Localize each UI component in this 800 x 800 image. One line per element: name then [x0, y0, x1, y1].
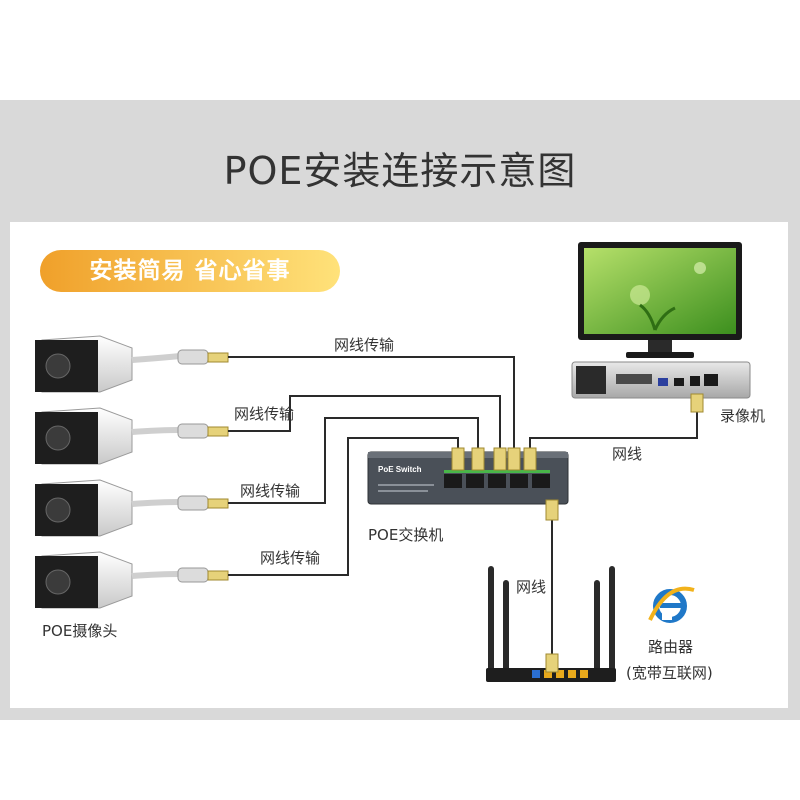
switch-face-label: PoE Switch	[378, 465, 422, 474]
cable-nvr	[529, 404, 698, 455]
cable-label-2: 网线传输	[234, 405, 295, 423]
cable-label-1: 网线传输	[334, 336, 395, 354]
router-link-label: 网线	[516, 578, 547, 596]
switch-label: POE交换机	[368, 526, 444, 544]
page-title: POE安装连接示意图	[223, 149, 577, 193]
feature-badge: 安装简易 省心省事	[40, 250, 340, 292]
monitor	[578, 242, 742, 358]
cameras-label: POE摄像头	[42, 622, 118, 640]
switch-connectors	[451, 447, 559, 521]
camera-4	[35, 551, 229, 609]
camera-2	[35, 407, 229, 465]
cable-camera-2	[228, 395, 501, 450]
internet-explorer-icon	[648, 586, 695, 623]
camera-3	[35, 479, 229, 537]
camera-1	[35, 335, 229, 393]
cable-label-4: 网线传输	[260, 549, 321, 567]
router-sub-label: (宽带互联网)	[626, 664, 713, 682]
nvr-recorder	[571, 361, 751, 413]
poe-switch: PoE Switch	[367, 451, 569, 505]
nvr-label: 录像机	[720, 407, 766, 425]
nvr-link-label: 网线	[612, 445, 643, 463]
cable-camera-3	[228, 417, 479, 504]
cable-camera-1	[228, 356, 515, 450]
router-label: 路由器	[648, 638, 694, 656]
cables	[228, 356, 698, 664]
router	[486, 566, 616, 682]
cable-camera-4	[228, 437, 459, 576]
cable-label-3: 网线传输	[240, 482, 301, 500]
